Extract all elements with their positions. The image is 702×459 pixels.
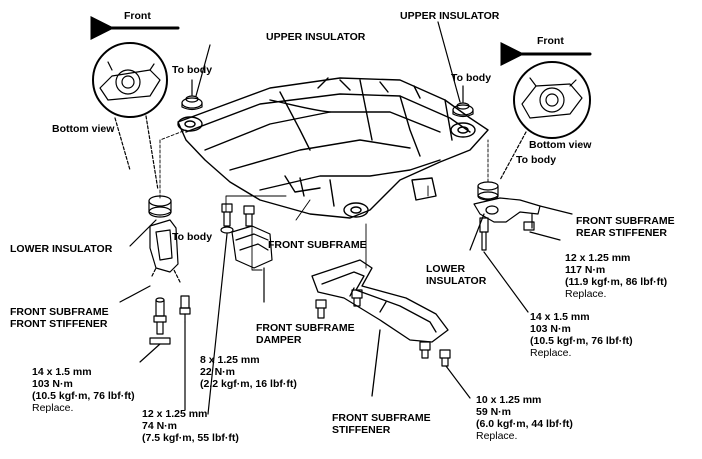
lower-insulator-label-right: LOWER INSULATOR (426, 263, 487, 287)
front-subframe-rear-stiffener-icon (473, 197, 573, 241)
damper-label: FRONT SUBFRAME DAMPER (256, 322, 355, 346)
front-subframe-damper-icon (231, 225, 273, 303)
front-label-right: Front (537, 35, 564, 47)
lower-insulator-right-icon (469, 181, 499, 251)
upper-insulator-label-right: UPPER INSULATOR (400, 10, 500, 22)
spec-bolt-12-right: 12 x 1.25 mm 117 N·m (11.9 kgf·m, 86 lbf… (565, 252, 668, 300)
upper-insulator-label-left: UPPER INSULATOR (266, 31, 366, 43)
stiffener-label: FRONT SUBFRAME STIFFENER (332, 412, 431, 436)
to-body-label-right-top: To body (451, 72, 492, 84)
bolt-14x1.5-left-icon (139, 297, 171, 363)
bolt-12x1.25-left-icon (179, 295, 191, 411)
upper-insulator-right-icon (437, 21, 474, 118)
spec-bolt-14-left: 14 x 1.5 mm 103 N·m (10.5 kgf·m, 76 lbf·… (32, 366, 135, 414)
spec-bolt-8: 8 x 1.25 mm 22 N·m (2.2 kgf·m, 16 lbf·ft… (200, 354, 297, 390)
bottom-view-label-left: Bottom view (52, 123, 115, 135)
to-body-label-left: To body (172, 64, 213, 76)
spec-bolt-14-right: 14 x 1.5 mm 103 N·m (10.5 kgf·m, 76 lbf·… (530, 311, 633, 359)
bottom-view-inset-right (499, 61, 591, 181)
bottom-view-label-right: Bottom view (529, 139, 592, 151)
upper-insulator-left-icon (181, 44, 211, 111)
stiffener-bolts-icon (315, 289, 471, 399)
to-body-label-damper: To body (172, 231, 213, 243)
rear-stiffener-label: FRONT SUBFRAME REAR STIFFENER (576, 215, 675, 239)
bolt-8x1.25-icon (207, 203, 234, 415)
bolt-14x1.5-right-icon (479, 217, 529, 313)
bottom-view-inset-left (92, 42, 168, 191)
spec-bolt-10: 10 x 1.25 mm 59 N·m (6.0 kgf·m, 44 lbf·f… (476, 394, 573, 442)
front-subframe-label: FRONT SUBFRAME (268, 239, 367, 251)
lower-insulator-label-left: LOWER INSULATOR (10, 243, 113, 255)
bolt-stack-damper-icon (243, 205, 255, 227)
spec-bolt-12-left: 12 x 1.25 mm 74 N·m (7.5 kgf·m, 55 lbf·f… (142, 408, 239, 444)
front-subframe-front-stiffener-icon (119, 219, 181, 303)
leader-lines (159, 129, 489, 271)
front-subframe-body (177, 77, 489, 219)
front-stiffener-label: FRONT SUBFRAME FRONT STIFFENER (10, 306, 109, 330)
lower-insulator-left-icon (129, 195, 172, 247)
to-body-label-right: To body (516, 154, 557, 166)
front-label-left: Front (124, 10, 151, 22)
